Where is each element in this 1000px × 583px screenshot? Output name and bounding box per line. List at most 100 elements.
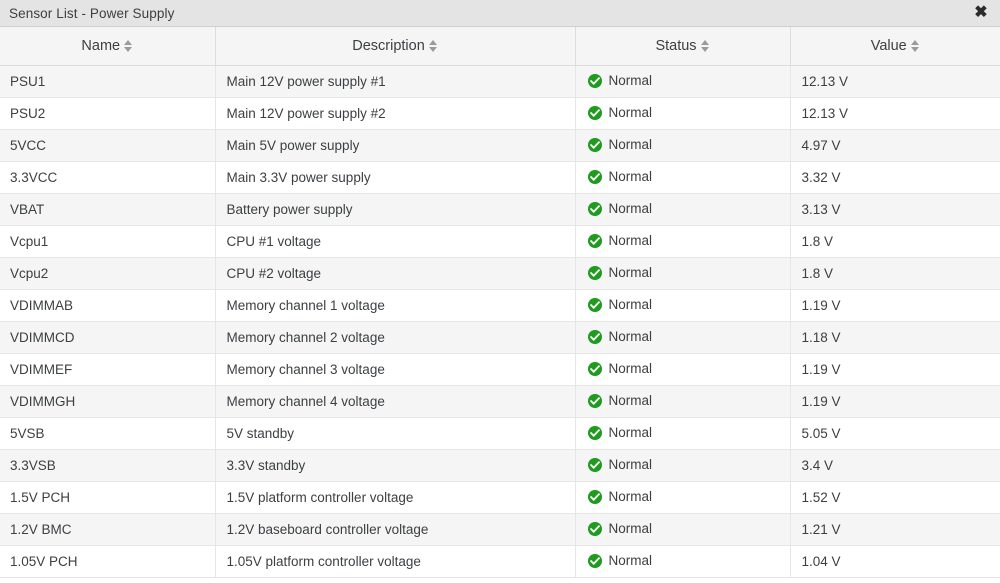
column-header-value-label: Value — [870, 37, 907, 54]
check-circle-icon — [587, 522, 602, 536]
window-titlebar: Sensor List - Power Supply ✖ — [0, 0, 1000, 27]
status-label: Normal — [608, 233, 653, 249]
status-label: Normal — [608, 361, 653, 377]
cell-sensor-description: CPU #1 voltage — [215, 225, 576, 258]
cell-sensor-status: Normal — [575, 97, 791, 130]
cell-sensor-value: 3.4 V — [790, 449, 1000, 482]
status-badge: Normal — [587, 330, 790, 344]
check-circle-icon — [587, 490, 602, 504]
cell-sensor-name: VDIMMCD — [0, 321, 216, 354]
sort-toggle-icon[interactable] — [700, 39, 710, 53]
status-label: Normal — [608, 73, 653, 89]
cell-sensor-description: 5V standby — [215, 417, 576, 450]
cell-sensor-description: 1.5V platform controller voltage — [215, 481, 576, 514]
cell-sensor-name: 5VCC — [0, 129, 216, 162]
cell-sensor-status: Normal — [575, 481, 791, 514]
column-header-name[interactable]: Name — [0, 27, 216, 66]
check-circle-icon — [587, 298, 602, 312]
status-label: Normal — [608, 393, 653, 409]
status-label: Normal — [608, 425, 653, 441]
sensor-table-scroll-area: Name Description Status — [0, 27, 1000, 583]
column-header-status-label: Status — [655, 37, 697, 54]
check-circle-icon — [587, 202, 602, 216]
cell-sensor-value: 3.13 V — [790, 193, 1000, 226]
cell-sensor-name: 3.3VCC — [0, 161, 216, 194]
cell-sensor-value: 1.19 V — [790, 353, 1000, 386]
cell-sensor-status: Normal — [575, 417, 791, 450]
sort-toggle-icon[interactable] — [428, 39, 438, 53]
column-header-name-label: Name — [81, 37, 121, 54]
check-circle-icon — [587, 394, 602, 408]
column-header-description-label: Description — [352, 37, 425, 54]
cell-sensor-value: 4.97 V — [790, 129, 1000, 162]
column-header-value[interactable]: Value — [790, 27, 1000, 66]
status-badge: Normal — [587, 425, 790, 441]
cell-sensor-description: Memory channel 4 voltage — [215, 385, 576, 418]
status-badge: Normal — [587, 361, 790, 377]
window-title: Sensor List - Power Supply — [9, 5, 175, 21]
check-circle-icon — [587, 426, 602, 440]
cell-sensor-name: Vcpu2 — [0, 257, 216, 290]
status-label: Normal — [608, 297, 653, 313]
cell-sensor-description: Main 3.3V power supply — [215, 161, 576, 194]
cell-sensor-status: Normal — [575, 545, 791, 578]
cell-sensor-value: 3.32 V — [790, 161, 1000, 194]
cell-sensor-value: 12.13 V — [790, 97, 1000, 130]
cell-sensor-description: Main 12V power supply #2 — [215, 97, 576, 130]
status-badge: Normal — [587, 202, 790, 216]
status-label: Normal — [608, 521, 653, 537]
status-badge: Normal — [587, 233, 790, 249]
status-label: Normal — [608, 169, 653, 185]
cell-sensor-name: 1.05V PCH — [0, 545, 216, 578]
column-header-status[interactable]: Status — [575, 27, 791, 66]
status-badge: Normal — [587, 266, 790, 280]
cell-sensor-name: PSU1 — [0, 65, 216, 98]
cell-sensor-name: VDIMMEF — [0, 353, 216, 386]
cell-sensor-description: Memory channel 1 voltage — [215, 289, 576, 322]
cell-sensor-name: VDIMMAB — [0, 289, 216, 322]
cell-sensor-status: Normal — [575, 161, 791, 194]
status-label: Normal — [608, 137, 653, 153]
column-header-description[interactable]: Description — [215, 27, 576, 66]
cell-sensor-description: Battery power supply — [215, 193, 576, 226]
table-header-row: Name Description Status — [0, 27, 1000, 66]
cell-sensor-description: Memory channel 3 voltage — [215, 353, 576, 386]
status-label: Normal — [608, 457, 653, 473]
cell-sensor-description: Main 5V power supply — [215, 129, 576, 162]
cell-sensor-name: VDIMMGH — [0, 385, 216, 418]
sort-toggle-icon[interactable] — [124, 39, 133, 53]
sort-toggle-icon[interactable] — [910, 39, 920, 53]
check-circle-icon — [587, 106, 602, 120]
cell-sensor-value: 12.13 V — [790, 65, 1000, 98]
cell-sensor-value: 1.18 V — [790, 321, 1000, 354]
check-circle-icon — [587, 554, 602, 568]
cell-sensor-status: Normal — [575, 129, 791, 162]
cell-sensor-value: 1.8 V — [790, 225, 1000, 258]
cell-sensor-name: 1.2V BMC — [0, 513, 216, 546]
cell-sensor-status: Normal — [575, 225, 791, 258]
cell-sensor-description: CPU #2 voltage — [215, 257, 576, 290]
status-badge: Normal — [587, 554, 790, 568]
close-icon[interactable]: ✖ — [974, 4, 988, 21]
cell-sensor-status: Normal — [575, 385, 791, 418]
cell-sensor-name: 5VSB — [0, 417, 216, 450]
cell-sensor-value: 1.52 V — [790, 481, 1000, 514]
